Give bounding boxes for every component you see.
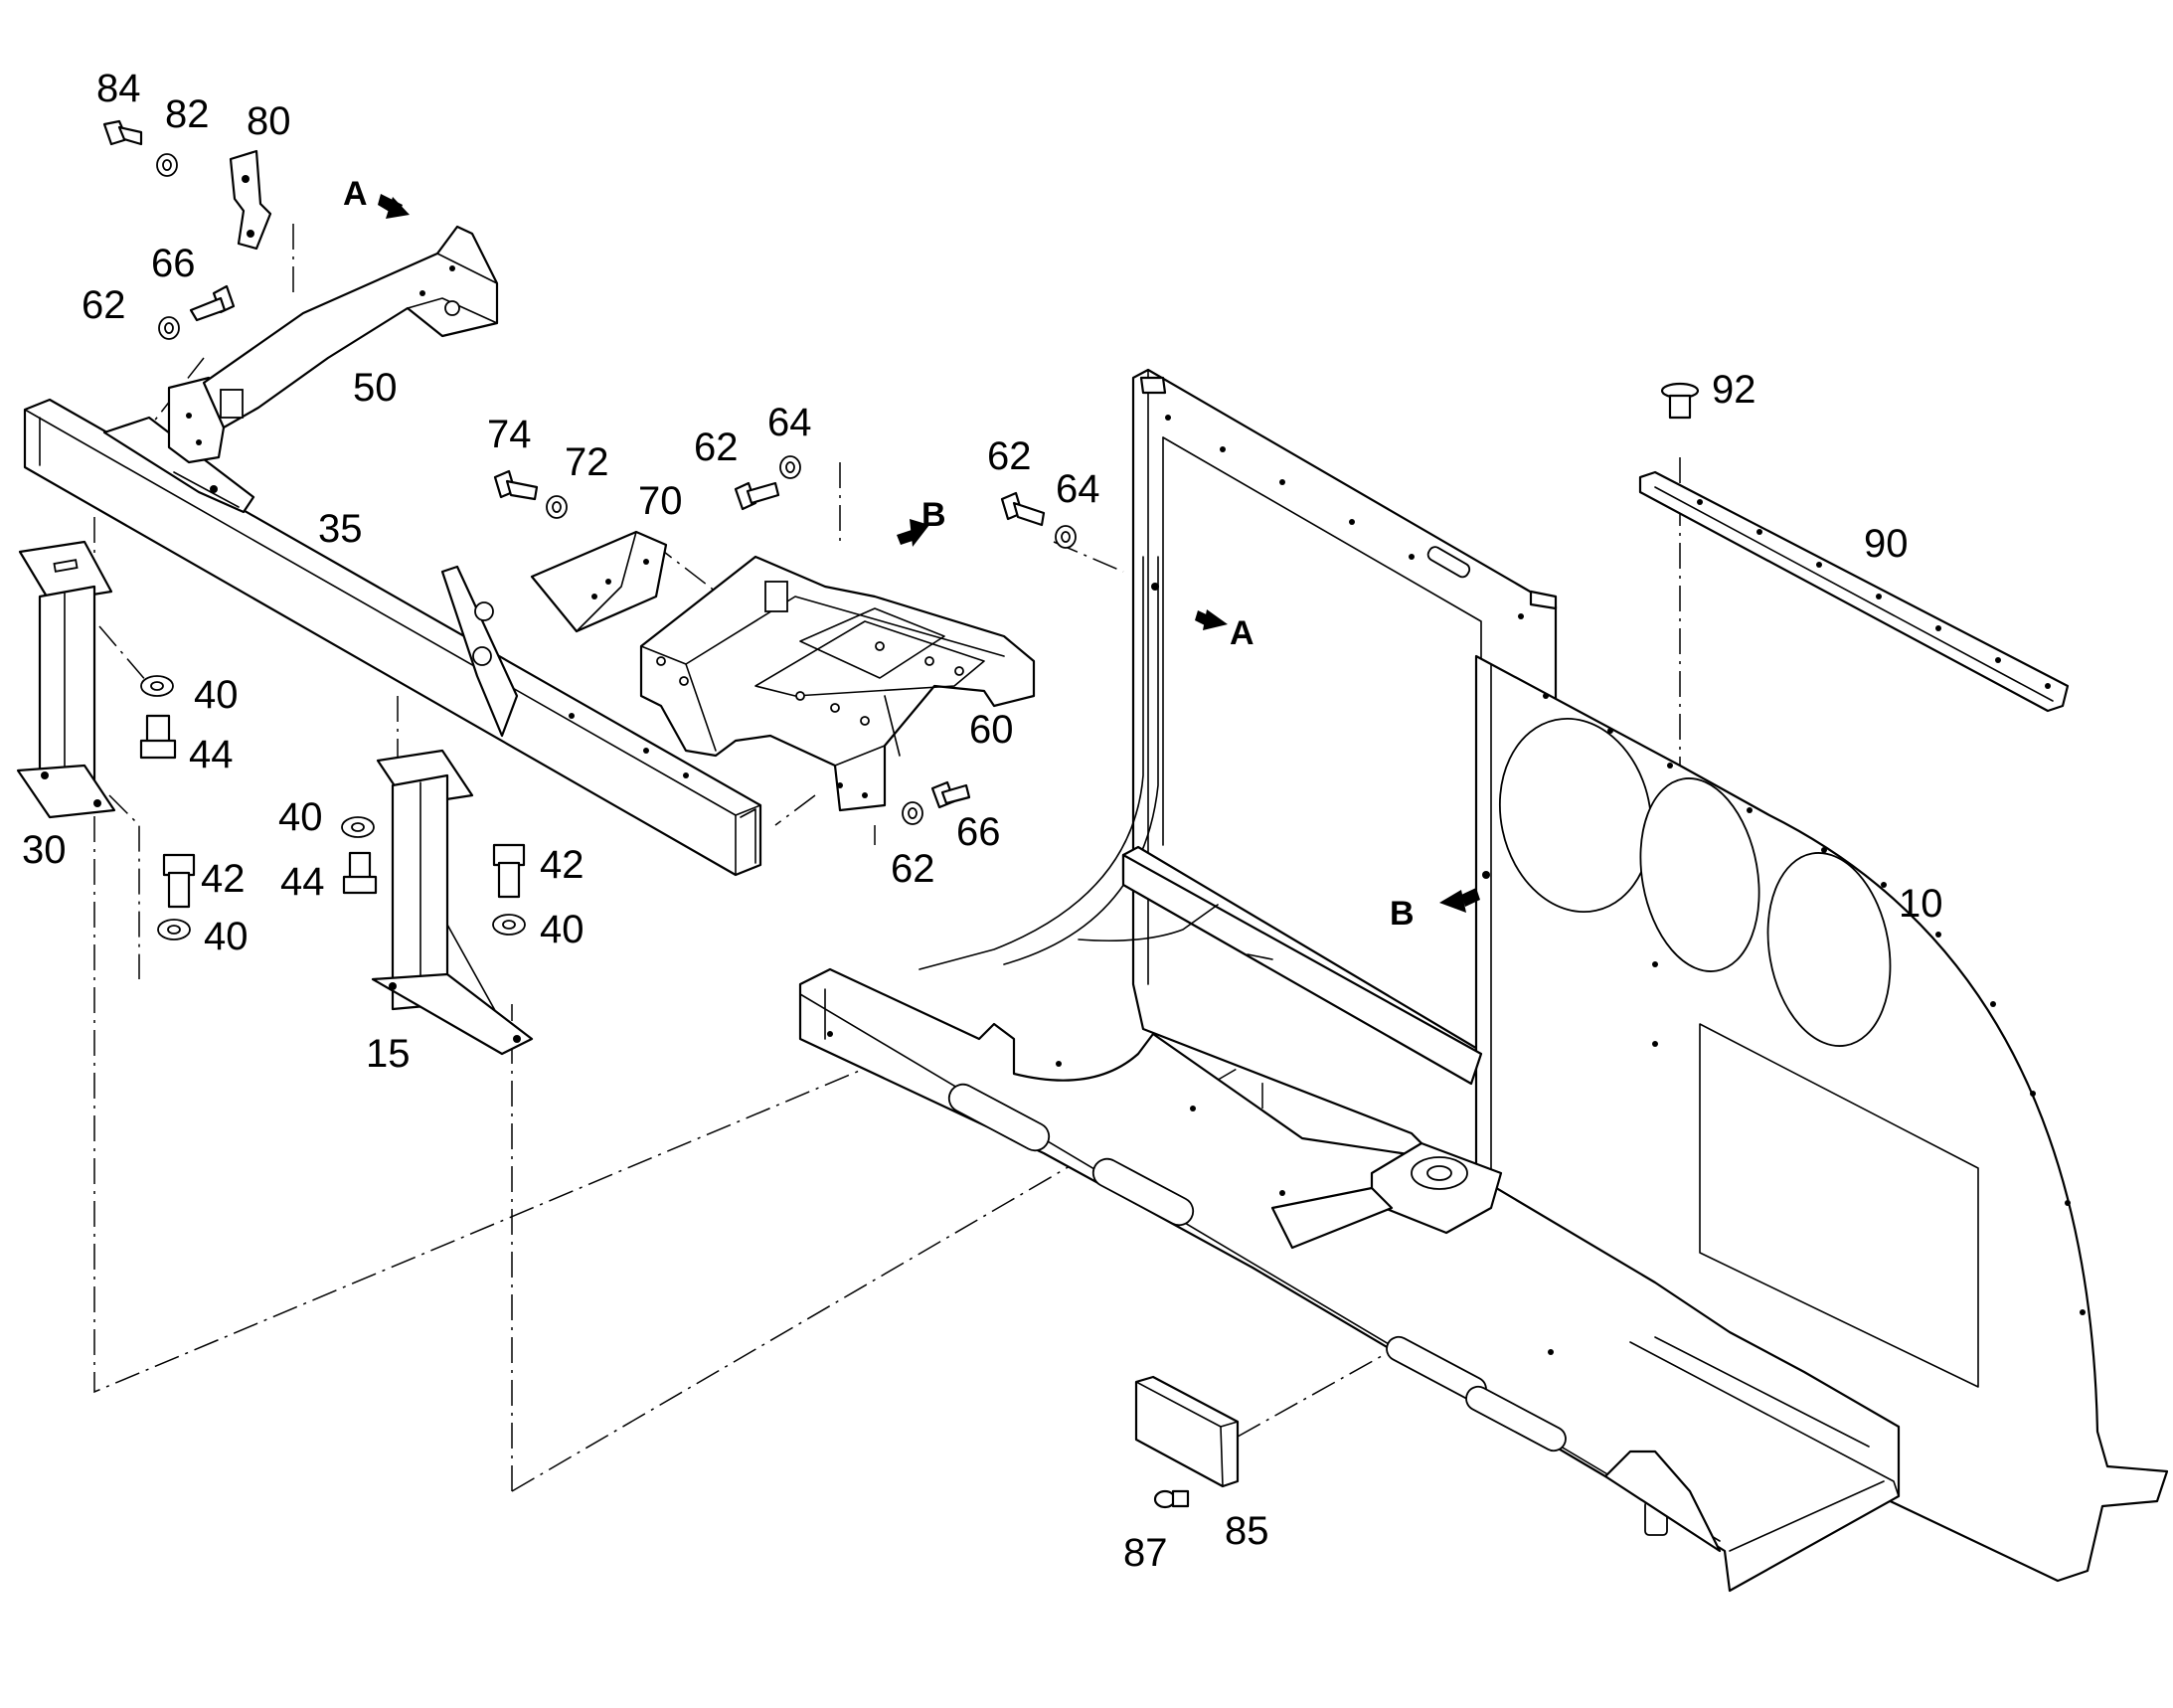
callout-70: 70 [638, 479, 683, 523]
washer-40-mid [341, 816, 375, 838]
callout-44-mid: 44 [280, 860, 325, 904]
bolt-84 [102, 119, 143, 146]
view-marker-b-frame: B [1390, 895, 1415, 933]
washer-72 [546, 495, 568, 519]
bolt-62-bracket [734, 481, 780, 511]
screw-92 [1660, 382, 1700, 420]
callout-35: 35 [318, 507, 363, 551]
callout-62-top: 62 [82, 283, 126, 327]
bracket-70 [530, 530, 668, 633]
callout-64-frame: 64 [1056, 467, 1100, 511]
callout-50: 50 [353, 366, 398, 410]
callout-40-right: 40 [540, 908, 585, 951]
callout-44-left: 44 [189, 733, 234, 776]
callout-62-frame: 62 [987, 434, 1032, 478]
callout-85: 85 [1225, 1509, 1269, 1553]
washer-40-lower-left [157, 919, 191, 940]
bolt-66-bracket [930, 780, 971, 809]
callout-30: 30 [22, 828, 67, 872]
bracket-80 [229, 149, 272, 251]
callout-40-lower-left: 40 [204, 915, 249, 958]
cover-85 [1134, 1375, 1240, 1488]
callout-82: 82 [165, 92, 210, 136]
bolt-62-frame [1000, 491, 1046, 527]
bolt-66-top [189, 284, 236, 322]
callout-80: 80 [247, 99, 291, 143]
screw-87 [1153, 1489, 1190, 1509]
bolt-42-left [162, 853, 196, 909]
callout-62-bracket: 62 [694, 426, 739, 469]
bolt-74 [493, 469, 539, 501]
view-marker-letters: A A B B [343, 175, 1415, 933]
callout-84: 84 [96, 67, 141, 110]
nut-44-mid [342, 851, 378, 895]
callout-40-upper-left: 40 [194, 673, 239, 717]
callout-labels: 84 82 80 66 62 50 35 74 72 70 62 64 62 6… [22, 67, 1943, 1575]
view-arrow-a-top [378, 194, 410, 219]
washer-82 [156, 153, 178, 177]
callout-74: 74 [487, 413, 532, 456]
view-marker-a-top: A [343, 175, 368, 213]
view-marker-a-frame: A [1230, 614, 1254, 652]
arm-50 [167, 225, 499, 464]
callout-64-bracket: 64 [767, 401, 812, 444]
callout-66-top: 66 [151, 242, 196, 285]
callout-92: 92 [1712, 368, 1756, 412]
bolt-42-right [492, 843, 526, 899]
callout-66-bracket: 66 [956, 810, 1001, 854]
callout-62-bracket-lower: 62 [891, 847, 935, 891]
callout-42-right: 42 [540, 843, 585, 887]
callout-87: 87 [1123, 1531, 1168, 1575]
washer-40-right [492, 914, 526, 936]
callout-10: 10 [1899, 882, 1943, 926]
beam-35 [23, 398, 762, 877]
post-15 [371, 749, 534, 1056]
post-30 [16, 540, 116, 819]
callout-60: 60 [969, 708, 1014, 752]
frame-10 [798, 368, 2169, 1593]
callout-40-mid: 40 [278, 795, 323, 839]
view-marker-b-bracket: B [921, 496, 946, 534]
callout-15: 15 [366, 1032, 411, 1076]
washer-64-frame [1055, 525, 1077, 549]
washer-40-upper-left [140, 675, 174, 697]
callout-42-left: 42 [201, 857, 246, 901]
washer-62-top [158, 316, 180, 340]
nut-44-left [139, 714, 177, 760]
strip-90 [1638, 470, 2070, 713]
washer-62-bracket [902, 801, 923, 825]
view-arrow-b-frame [1439, 888, 1480, 913]
view-arrow-a-frame [1195, 609, 1228, 630]
bracket-60 [639, 555, 1036, 812]
callout-90: 90 [1864, 522, 1909, 566]
callout-72: 72 [565, 440, 609, 484]
view-arrow-b-bracket [897, 519, 929, 547]
washer-64-bracket [779, 455, 801, 479]
